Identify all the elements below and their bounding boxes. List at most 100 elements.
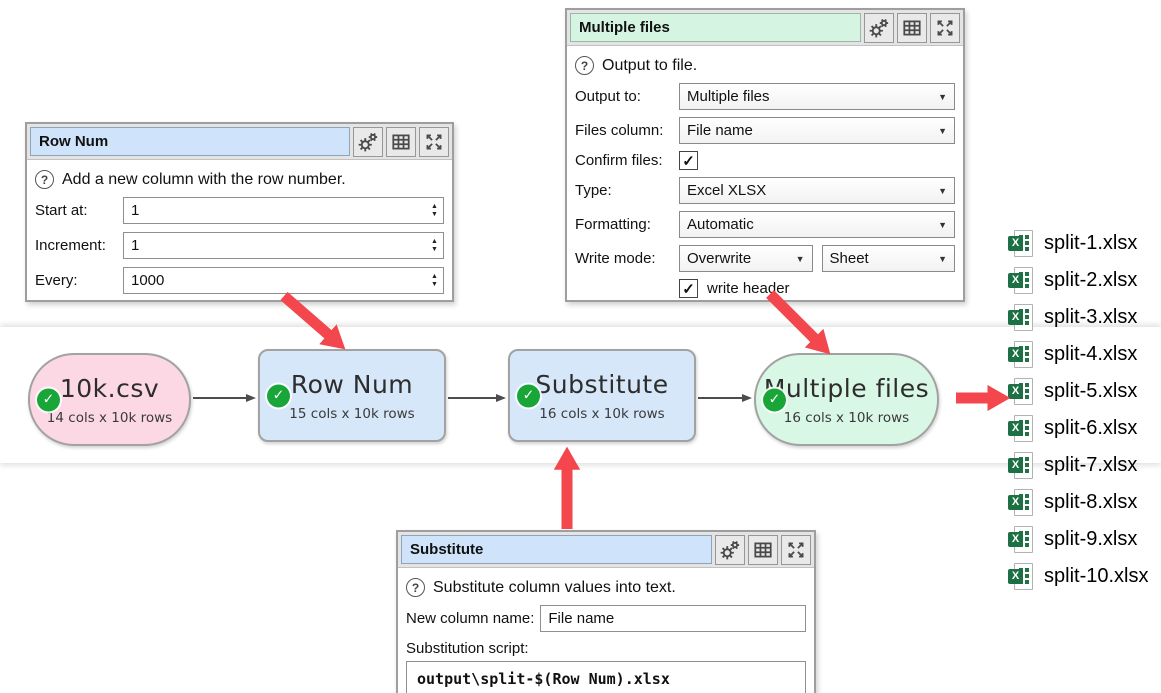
sheet-mode-dropdown[interactable]: Sheet ▼ [821,245,955,272]
field-label: Formatting: [575,216,651,233]
field-label: New column name: [406,610,535,627]
panel-titlebar: Row Num [27,124,452,160]
list-item[interactable]: X split-5.xlsx [1008,373,1148,410]
field-label: Output to: [575,88,641,105]
excel-file-icon: X [1008,451,1033,480]
list-item[interactable]: X split-6.xlsx [1008,410,1148,447]
node-label: 10k.csv [59,373,160,403]
transform-description: Substitute column values into text. [433,578,676,596]
output-file-list: X split-1.xlsx X split-2.xlsx X split-3.… [1008,225,1148,595]
panel-titlebar: Substitute [398,532,814,568]
excel-file-icon: X [1008,414,1033,443]
formatting-dropdown[interactable]: Automatic ▼ [679,211,955,238]
list-item[interactable]: X split-1.xlsx [1008,225,1148,262]
node-label: Row Num [290,369,414,399]
settings-gears-button[interactable] [353,126,383,157]
list-item[interactable]: X split-9.xlsx [1008,521,1148,558]
list-item[interactable]: X split-4.xlsx [1008,336,1148,373]
status-check-icon: ✓ [763,388,786,411]
node-name-field[interactable]: Row Num [30,127,350,156]
node-source-csv[interactable]: ✓ 10k.csv 14 cols x 10k rows [28,353,191,446]
node-name-field[interactable]: Multiple files [570,13,861,42]
field-label: Every: [35,272,78,289]
script-label: Substitution script: [406,640,529,657]
node-name-field[interactable]: Substitute [401,535,712,564]
help-icon[interactable]: ? [575,56,594,75]
table-icon [392,134,410,149]
start-at-input[interactable]: 1 ▲ ▼ [123,197,444,224]
node-substitute[interactable]: ✓ Substitute 16 cols x 10k rows [508,349,696,442]
substitution-script-input[interactable]: output\split-$(Row Num).xlsx [406,661,806,693]
chevron-down-icon: ▼ [795,253,805,264]
spinner-control[interactable]: ▲ ▼ [426,233,443,258]
spin-up-icon[interactable]: ▲ [431,238,438,245]
settings-gears-button[interactable] [864,12,894,43]
write-header-checkbox[interactable]: ✓ [679,279,698,298]
table-icon [754,542,772,557]
checkbox-label: write header [707,280,790,297]
output-to-dropdown[interactable]: Multiple files ▼ [679,83,955,110]
increment-input[interactable]: 1 ▲ ▼ [123,232,444,259]
node-size-info: 16 cols x 10k rows [539,405,665,422]
every-input[interactable]: 1000 ▲ ▼ [123,267,444,294]
node-size-info: 14 cols x 10k rows [46,409,173,426]
status-check-icon: ✓ [267,384,290,407]
chevron-down-icon: ▼ [938,185,947,196]
spin-down-icon[interactable]: ▼ [431,211,438,218]
excel-file-icon: X [1008,525,1033,554]
confirm-files-checkbox[interactable]: ✓ [679,151,698,170]
list-item[interactable]: X split-2.xlsx [1008,262,1148,299]
chevron-down-icon: ▼ [938,125,947,136]
spin-down-icon[interactable]: ▼ [431,281,438,288]
table-view-button[interactable] [386,126,416,157]
excel-file-icon: X [1008,340,1033,369]
node-size-info: 16 cols x 10k rows [783,409,910,426]
list-item[interactable]: X split-7.xlsx [1008,447,1148,484]
write-mode-dropdown[interactable]: Overwrite ▼ [679,245,813,272]
new-column-name-input[interactable]: File name [540,605,806,632]
panel-titlebar: Multiple files [567,10,963,46]
expand-icon [937,20,953,35]
field-label: Start at: [35,202,88,219]
settings-gears-button[interactable] [715,534,745,565]
expand-icon [788,542,804,557]
spinner-control[interactable]: ▲ ▼ [426,198,443,223]
node-multiple-files[interactable]: ✓ Multiple files 16 cols x 10k rows [754,353,939,446]
help-icon[interactable]: ? [406,578,425,597]
field-label: Files column: [575,122,664,139]
node-row-num[interactable]: ✓ Row Num 15 cols x 10k rows [258,349,446,442]
panel-substitute: Substitute [396,530,816,693]
excel-file-icon: X [1008,266,1033,295]
gears-icon [869,18,889,37]
chevron-down-icon: ▼ [938,91,947,102]
list-item[interactable]: X split-8.xlsx [1008,484,1148,521]
chevron-down-icon: ▼ [938,253,947,264]
gears-icon [358,132,378,151]
spinner-control[interactable]: ▲ ▼ [426,268,443,293]
expand-fullscreen-button[interactable] [930,12,960,43]
table-view-button[interactable] [748,534,778,565]
spin-up-icon[interactable]: ▲ [431,273,438,280]
gears-icon [720,540,740,559]
status-check-icon: ✓ [517,384,540,407]
spin-down-icon[interactable]: ▼ [431,246,438,253]
table-icon [903,20,921,35]
list-item[interactable]: X split-10.xlsx [1008,558,1148,595]
chevron-down-icon: ▼ [938,219,947,230]
excel-file-icon: X [1008,377,1033,406]
field-label: Write mode: [575,250,656,267]
table-view-button[interactable] [897,12,927,43]
excel-file-icon: X [1008,488,1033,517]
node-label: Multiple files [763,373,930,403]
panel-row-num: Row Num [25,122,454,302]
excel-file-icon: X [1008,303,1033,332]
files-column-dropdown[interactable]: File name ▼ [679,117,955,144]
type-dropdown[interactable]: Excel XLSX ▼ [679,177,955,204]
expand-fullscreen-button[interactable] [419,126,449,157]
list-item[interactable]: X split-3.xlsx [1008,299,1148,336]
spin-up-icon[interactable]: ▲ [431,203,438,210]
help-icon[interactable]: ? [35,170,54,189]
excel-file-icon: X [1008,562,1033,591]
expand-fullscreen-button[interactable] [781,534,811,565]
